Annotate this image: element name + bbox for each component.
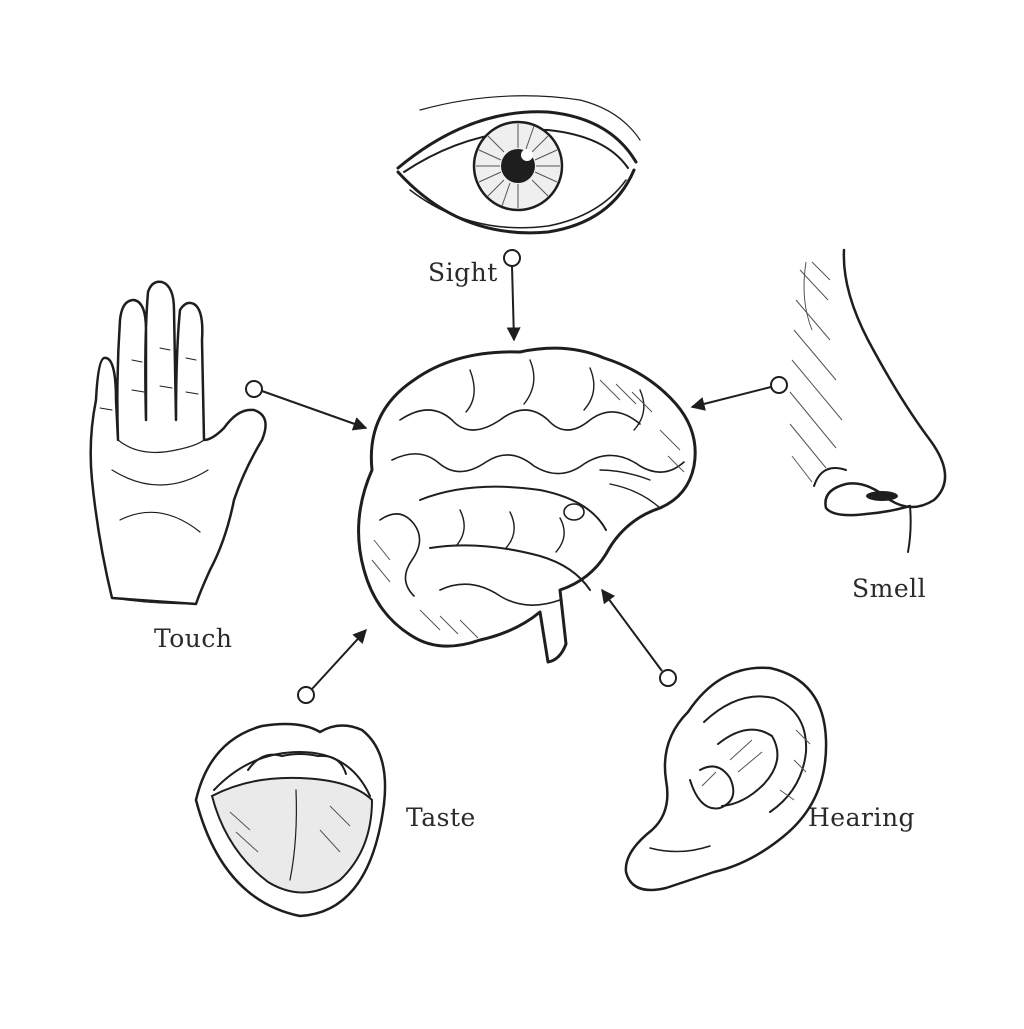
label-hearing: Hearing	[808, 803, 916, 832]
mouth-icon	[194, 722, 387, 918]
connector-sight	[503, 249, 521, 342]
label-taste: Taste	[406, 803, 476, 832]
connector-taste	[297, 628, 367, 704]
connector-smell	[690, 376, 788, 411]
hand-icon	[89, 280, 267, 606]
label-sight: Sight	[428, 258, 498, 287]
connector-touch	[245, 380, 368, 431]
eye-icon	[396, 95, 641, 235]
ear-icon	[624, 666, 828, 892]
label-touch: Touch	[154, 624, 233, 653]
connector-hearing	[601, 588, 677, 687]
brain-icon	[357, 346, 697, 664]
nose-icon	[789, 248, 947, 553]
label-smell: Smell	[852, 574, 927, 603]
